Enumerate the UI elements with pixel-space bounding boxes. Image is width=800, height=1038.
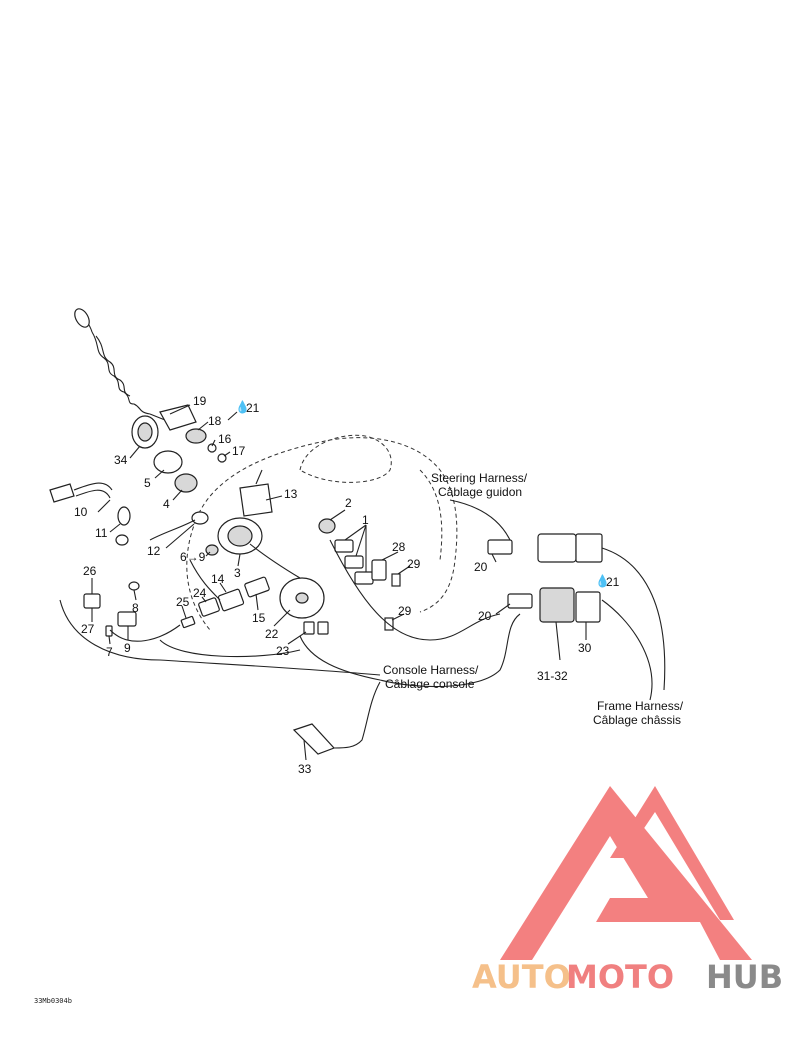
callout-26: 26 [83,564,97,578]
callout-19: 19 [193,394,207,408]
callout-28: 28 [392,540,406,554]
callout-20-top: 20 [474,560,488,574]
callout-6-9: 6→9 [180,550,206,564]
console-harness-label-2: Câblage console [385,677,475,691]
callout-11: 11 [95,526,108,540]
callout-4: 4 [163,497,170,511]
callout-25: 25 [176,595,190,609]
callout-12: 12 [147,544,161,558]
callout-31-32: 31-32 [537,669,568,683]
callout-7: 7 [106,645,113,659]
leader-lines [91,404,587,761]
part-8-clip [128,581,140,591]
frame-harness-label-1: Frame Harness/ [597,699,684,713]
watermark-auto: AUTO [472,958,571,996]
part-13-key-switch [239,469,273,517]
part-29-fuse [384,573,401,631]
callout-16: 16 [218,432,232,446]
callout-15: 15 [252,611,266,625]
callout-17: 17 [232,444,246,458]
steering-harness-label-1: Steering Harness/ [431,471,528,485]
part-12-grommet [191,511,209,525]
callout-13: 13 [284,487,298,501]
callout-numbers: 19 18 💧 21 16 17 34 5 4 10 11 12 6→9 13 … [74,394,620,776]
callout-34: 34 [114,453,128,467]
part-28-connector [371,559,387,581]
drop-icon: 💧 [235,400,250,414]
watermark-moto: MOTO [566,958,674,996]
callout-9: 9 [124,641,131,655]
part-2-bulb [318,518,336,534]
callout-8: 8 [132,601,139,615]
drop-icon-2: 💧 [595,574,610,588]
callout-33: 33 [298,762,312,776]
watermark-triangle-icon [500,786,752,960]
harness-wires [59,499,666,749]
part-19-tether-cap [159,404,197,431]
callout-2: 2 [345,496,352,510]
part-1-sockets [334,539,374,585]
part-26-sensor [83,593,101,609]
callout-23: 23 [276,644,290,658]
part-20-plug [487,539,533,609]
part-23-terminal [303,621,329,635]
callout-14: 14 [211,572,225,586]
part-5-ring [153,450,183,474]
steering-harness-label-2: Câblage guidon [438,485,522,499]
watermark-text: AUTO MOTO HUB [472,958,783,996]
callout-18: 18 [208,414,222,428]
callout-21-top: 21 [246,401,260,415]
callout-20-bottom: 20 [478,609,492,623]
part-10-cable [49,482,113,503]
callout-3: 3 [234,566,241,580]
frame-harness-label-2: Câblage châssis [593,713,681,727]
part-4-lens [174,473,198,493]
drawing-code: 33Mb0304b [34,997,72,1005]
part-18-switch [185,428,207,444]
part-14-relay [217,588,245,612]
console-harness-label-1: Console Harness/ [383,663,479,677]
part-34-gauge-head [131,415,159,449]
callout-1: 1 [362,513,369,527]
console-outline [186,434,458,631]
callout-29-bottom: 29 [398,604,412,618]
callout-30: 30 [578,641,592,655]
part-33-sleeve [292,723,336,755]
tether-cord [74,308,166,421]
part-25-terminal [180,615,196,629]
callout-22: 22 [265,627,279,641]
harness-labels: Steering Harness/ Câblage guidon Console… [383,471,684,727]
part-connector-blocks [537,533,603,623]
part-15-connector [244,576,270,598]
callout-24: 24 [193,586,207,600]
callout-27: 27 [81,622,95,636]
part-24-connector [198,597,220,617]
part-16-nut [207,443,217,453]
callout-10: 10 [74,505,88,519]
watermark-hub: HUB [706,958,783,996]
callout-5: 5 [144,476,151,490]
part-11-clip [115,506,131,546]
part-9-connector [117,611,137,627]
watermark-logo [500,786,752,960]
callout-21-right: 21 [606,575,620,589]
part-22-tachometer [279,577,325,619]
callout-29-top: 29 [407,557,421,571]
